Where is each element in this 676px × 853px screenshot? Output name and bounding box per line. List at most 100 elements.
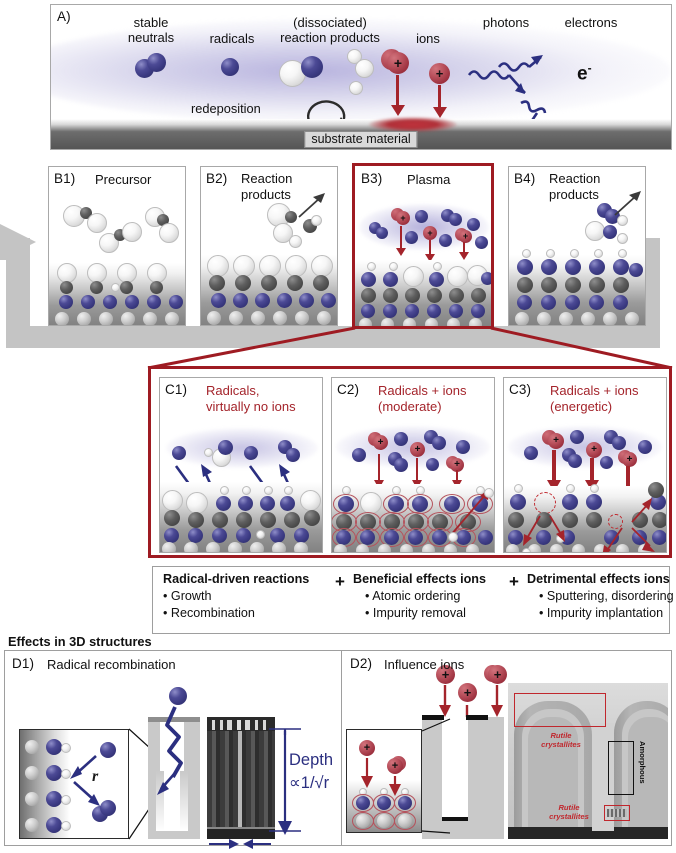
atom-lgrey bbox=[25, 740, 39, 754]
atom-blue bbox=[216, 496, 231, 511]
atom-lgrey bbox=[378, 544, 391, 552]
atom-white bbox=[61, 795, 71, 805]
process-cycle-arrow bbox=[0, 224, 660, 348]
atom-blue bbox=[361, 304, 375, 318]
tem-rutile-top-label: Rutile crystallites bbox=[541, 731, 581, 749]
atom-blue bbox=[517, 259, 533, 275]
atom-white bbox=[186, 492, 208, 514]
atom-dgrey bbox=[517, 277, 533, 293]
atom-lgrey bbox=[572, 544, 585, 552]
effects-col-radical: Radical-driven reactions • Growth • Reco… bbox=[163, 572, 343, 620]
atom-lgrey bbox=[381, 318, 394, 326]
ion-flux-arrowhead bbox=[433, 107, 447, 118]
electron-symbol: e- bbox=[577, 61, 592, 85]
panel-c-group: C1) Radicals, virtually no ions bbox=[148, 366, 672, 558]
atom-white bbox=[514, 484, 523, 493]
atom-blue bbox=[103, 295, 117, 309]
ripple-ring bbox=[333, 494, 359, 514]
panel-c2: C2) Radicals + ions (moderate) + + + bbox=[331, 377, 495, 553]
d1-depth-relation: ∝1/√r bbox=[289, 774, 330, 792]
atom-blue bbox=[427, 304, 441, 318]
plus-sign-2: + bbox=[509, 572, 519, 591]
atom-lgrey bbox=[317, 311, 331, 325]
panel-b1-label: B1) bbox=[54, 171, 76, 186]
d2-trench-bottom bbox=[442, 817, 468, 821]
atom-dgrey bbox=[427, 288, 442, 303]
atom-blue bbox=[603, 225, 617, 239]
atom-blue bbox=[629, 263, 643, 277]
atom-blue bbox=[449, 304, 463, 318]
tem-amorphous-label: Amorphous bbox=[638, 741, 647, 784]
atom-white bbox=[111, 283, 120, 292]
panel-b2-title-1: Reaction bbox=[241, 171, 293, 186]
atom-blue bbox=[286, 448, 300, 462]
atom-lgrey bbox=[272, 542, 286, 552]
atom-white bbox=[617, 215, 628, 226]
atom-lgrey bbox=[207, 311, 221, 325]
d2-zoom-connector bbox=[421, 718, 451, 834]
atom-lgrey bbox=[273, 311, 287, 325]
atom-blue bbox=[46, 765, 62, 781]
effects-col-heading: Detrimental effects ions bbox=[527, 572, 670, 586]
atom-blue bbox=[147, 53, 166, 72]
d1-inset-box: r bbox=[19, 729, 129, 839]
panel-c1-title-2: virtually no ions bbox=[206, 399, 296, 414]
atom-lgrey bbox=[229, 311, 243, 325]
atom-blue bbox=[429, 272, 444, 287]
ion-flux-arrowhead bbox=[391, 105, 405, 116]
panel-b4-label: B4) bbox=[514, 171, 536, 186]
atom-white bbox=[87, 263, 107, 283]
atom-white bbox=[311, 215, 322, 226]
d1-sem-image bbox=[207, 717, 275, 839]
atom-lgrey bbox=[121, 312, 135, 325]
ion-particle: + bbox=[373, 435, 388, 450]
atom-lgrey bbox=[359, 318, 372, 326]
effects-item: • Atomic ordering bbox=[365, 589, 461, 603]
atom-lgrey bbox=[625, 312, 639, 325]
atom-blue bbox=[125, 295, 139, 309]
atom-blue bbox=[394, 458, 408, 472]
atom-blue bbox=[169, 295, 183, 309]
plus-sign-1: + bbox=[335, 572, 345, 591]
atom-lgrey bbox=[165, 312, 179, 325]
atom-dgrey bbox=[212, 512, 228, 528]
atom-blue bbox=[613, 259, 629, 275]
label-dissociated: (dissociated) reaction products bbox=[280, 15, 380, 45]
panel-c2-title-2: (moderate) bbox=[378, 399, 442, 414]
section-title-3d-effects: Effects in 3D structures bbox=[8, 634, 152, 649]
atom-blue bbox=[238, 496, 253, 511]
label-redeposition: redeposition bbox=[191, 101, 261, 116]
ion-flux-arrow bbox=[552, 450, 556, 484]
atom-blue bbox=[299, 293, 314, 308]
atom-lgrey bbox=[400, 544, 413, 552]
atom-blue bbox=[426, 458, 439, 471]
atom-lgrey bbox=[594, 544, 607, 552]
atom-blue bbox=[81, 295, 95, 309]
ion-flux-arrow bbox=[416, 458, 419, 482]
atom-lgrey bbox=[528, 544, 541, 552]
atom-blue bbox=[100, 800, 116, 816]
atom-blue bbox=[471, 304, 485, 318]
atom-blue bbox=[475, 236, 488, 249]
panel-c2-title-1: Radicals + ions bbox=[378, 383, 467, 398]
atom-dgrey bbox=[632, 512, 648, 528]
ion-flux-arrow bbox=[429, 240, 431, 256]
atom-blue bbox=[277, 293, 292, 308]
ripple-ring bbox=[373, 812, 395, 830]
desorption-arrow bbox=[614, 191, 641, 216]
atom-dgrey bbox=[164, 510, 180, 526]
d1-width-arrows bbox=[209, 839, 271, 849]
atom-dgrey bbox=[235, 275, 251, 291]
atom-lgrey bbox=[184, 542, 198, 552]
atom-blue bbox=[280, 496, 295, 511]
atom-white bbox=[289, 235, 302, 248]
panel-c1: C1) Radicals, virtually no ions bbox=[159, 377, 323, 553]
effects-col-heading: Beneficial effects ions bbox=[353, 572, 486, 586]
panel-b2-label: B2) bbox=[206, 171, 228, 186]
atom-white bbox=[389, 262, 398, 271]
atom-dgrey bbox=[449, 288, 464, 303]
atom-white bbox=[242, 486, 251, 495]
atom-dgrey bbox=[188, 512, 204, 528]
label-ions: ions bbox=[416, 31, 440, 46]
atom-blue bbox=[613, 295, 628, 310]
